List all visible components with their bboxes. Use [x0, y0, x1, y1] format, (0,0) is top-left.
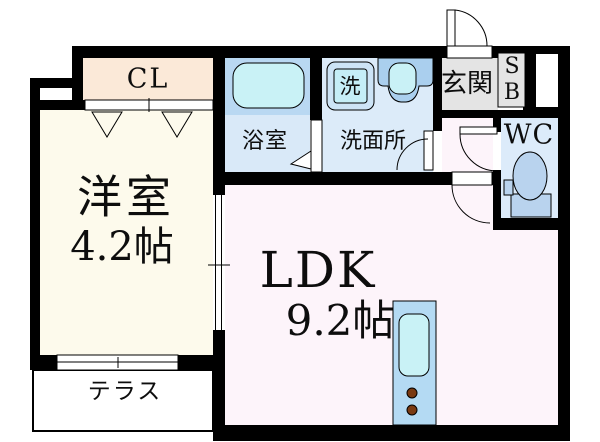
wall-center-upper	[213, 46, 225, 195]
pipe-space-niche	[536, 54, 558, 107]
wall-wc-left-lower	[493, 170, 501, 230]
closet-door-triangle-right	[161, 111, 193, 138]
toilet-handle-icon	[503, 179, 514, 196]
bathroom-folding-door	[310, 119, 323, 173]
washroom-door-leaf	[423, 130, 434, 171]
wall-bath-divider	[310, 46, 322, 120]
wc-doorway	[493, 132, 501, 170]
wall-center-lower	[213, 330, 225, 440]
bathtub-icon	[232, 62, 305, 109]
wall-step-top	[30, 78, 72, 88]
washing-machine-drum	[333, 68, 368, 104]
sink-bowl-icon	[388, 62, 417, 95]
wall-closet-left	[72, 46, 83, 110]
wall-top-left	[72, 46, 447, 58]
ldk-doorway	[451, 171, 493, 186]
wall-bottom	[213, 425, 570, 441]
wall-left	[30, 78, 40, 370]
toilet-bowl-icon	[512, 151, 548, 201]
closet-door-triangle-left	[91, 111, 123, 138]
hallway	[442, 118, 493, 172]
entrance-door-arc	[454, 9, 488, 47]
wall-wc-bottom	[493, 218, 570, 230]
wc-door-arc	[459, 133, 498, 172]
washroom-door-arc	[396, 138, 429, 171]
entrance-hall	[442, 58, 498, 110]
wall-washroom-divider	[433, 46, 442, 131]
wall-mid-horizontal	[213, 172, 452, 185]
wall-western-bottom-right	[178, 355, 213, 370]
bathroom-door-triangle	[289, 150, 312, 170]
wall-western-top	[30, 100, 85, 110]
sliding-door	[213, 195, 225, 330]
entrance-doorway	[446, 45, 493, 59]
wall-right	[558, 46, 570, 440]
ldk-door-arc	[451, 184, 491, 224]
kitchen-sink-icon	[398, 313, 430, 377]
stove-burner-icon	[406, 404, 418, 416]
western-room	[40, 110, 213, 355]
closet-room	[83, 58, 213, 100]
wall-wc-left-upper	[493, 110, 501, 132]
stove-burner-icon	[406, 387, 418, 399]
entrance-door-leaf	[446, 9, 456, 47]
shoe-box	[497, 52, 526, 108]
wall-western-bottom-left	[30, 355, 57, 370]
terrace	[32, 369, 214, 432]
wc-door-leaf	[459, 126, 498, 135]
washroom-doorway	[433, 131, 442, 170]
